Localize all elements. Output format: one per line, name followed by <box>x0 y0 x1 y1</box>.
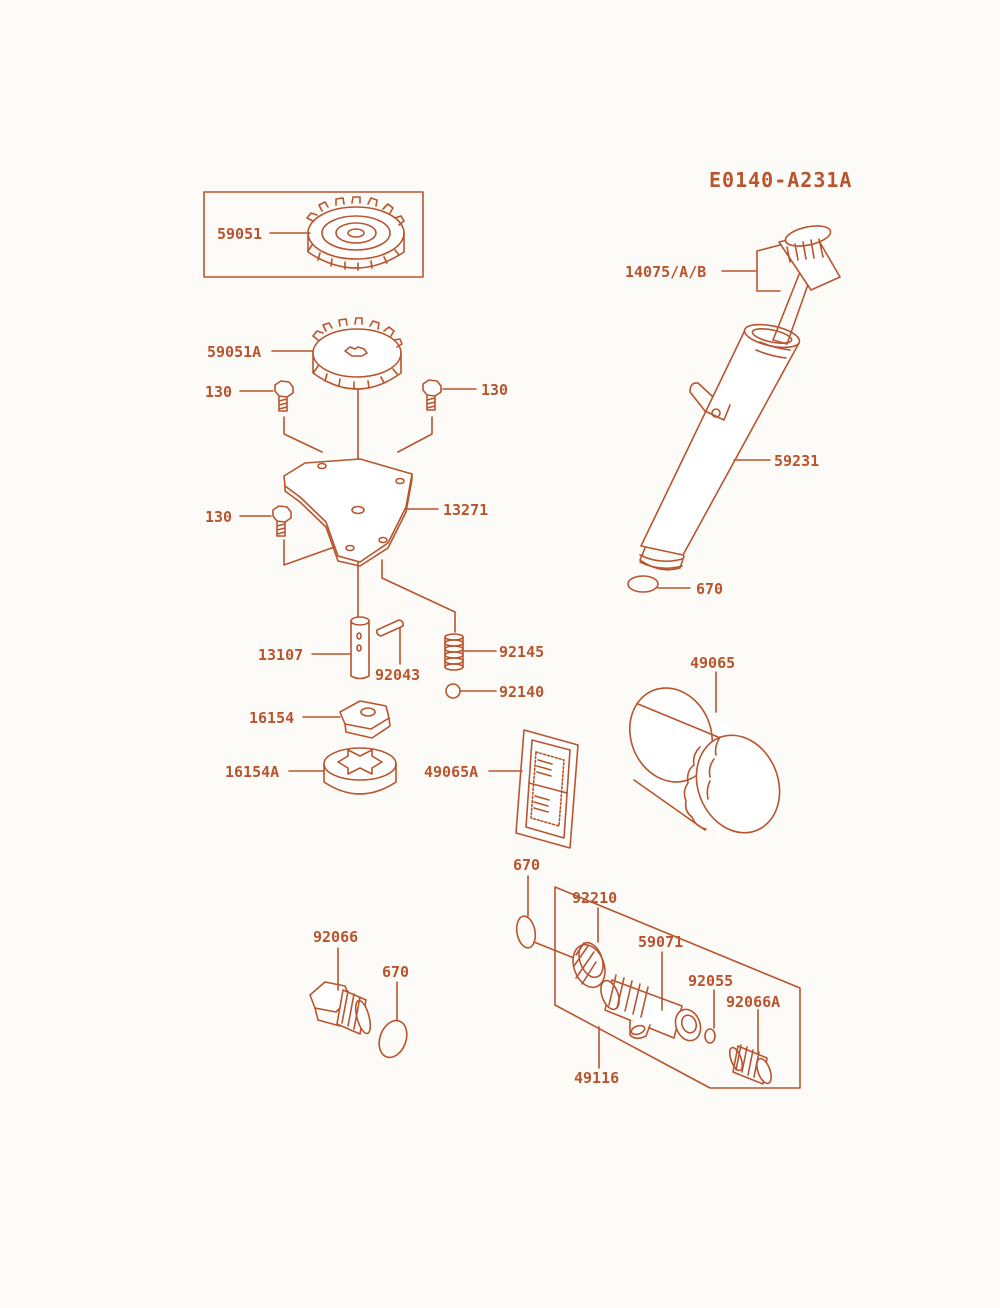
label-92140: 92140 <box>499 683 544 701</box>
o-ring-pipe-drawing <box>627 575 659 593</box>
label-14075: 14075/A/B <box>625 263 706 281</box>
dipstick-drawing <box>772 225 841 345</box>
label-59071: 59071 <box>638 933 683 951</box>
gear-box-frame <box>203 191 424 278</box>
bolt-lower-left-drawing <box>272 505 292 537</box>
screen-drawing <box>515 729 579 849</box>
leader-14075 <box>721 244 781 292</box>
spring-drawing <box>444 633 464 671</box>
label-49065: 49065 <box>690 654 735 672</box>
inner-rotor-drawing <box>339 700 391 739</box>
nut-drawing <box>572 941 606 989</box>
fitting-drawing <box>600 974 702 1042</box>
washer-drawing <box>704 1028 716 1044</box>
gear-drawing <box>312 317 403 390</box>
label-59051: 59051 <box>217 225 262 243</box>
assembly-lines <box>283 389 456 633</box>
oil-pipe-drawing <box>639 323 801 571</box>
label-670-fitting: 670 <box>513 856 540 874</box>
label-13271: 13271 <box>443 501 488 519</box>
o-ring-fitting-drawing <box>515 915 537 949</box>
leader-670-fitting <box>527 875 575 959</box>
bolt-upper-right-drawing <box>422 379 442 411</box>
label-13107: 13107 <box>258 646 303 664</box>
label-59051A: 59051A <box>207 343 261 361</box>
label-49065A: 49065A <box>424 763 478 781</box>
gear-boxed-drawing <box>306 196 405 271</box>
label-670-plug: 670 <box>382 963 409 981</box>
label-16154: 16154 <box>249 709 294 727</box>
label-49116: 49116 <box>574 1069 619 1087</box>
ball-drawing <box>445 683 461 699</box>
oil-filter-drawing <box>628 687 781 835</box>
label-92145: 92145 <box>499 643 544 661</box>
label-92055: 92055 <box>688 972 733 990</box>
o-ring-plug-drawing <box>378 1019 408 1059</box>
bolt-upper-left-drawing <box>274 380 294 412</box>
label-670-pipe: 670 <box>696 580 723 598</box>
outer-rotor-drawing <box>323 747 397 795</box>
label-130-ul: 130 <box>205 383 232 401</box>
label-92066: 92066 <box>313 928 358 946</box>
pin-drawing <box>376 619 404 637</box>
label-130-ll: 130 <box>205 508 232 526</box>
label-16154A: 16154A <box>225 763 279 781</box>
label-92210: 92210 <box>572 889 617 907</box>
plug-a-drawing <box>728 1044 772 1085</box>
diagram-code: E0140-A231A <box>709 168 852 192</box>
shaft-drawing <box>350 616 370 680</box>
fitting-set-frame <box>554 886 801 1089</box>
plug-drawing <box>309 981 372 1035</box>
label-92043: 92043 <box>375 666 420 684</box>
label-59231: 59231 <box>774 452 819 470</box>
label-130-ur: 130 <box>481 381 508 399</box>
cover-plate-drawing <box>283 458 413 567</box>
label-92066A: 92066A <box>726 993 780 1011</box>
